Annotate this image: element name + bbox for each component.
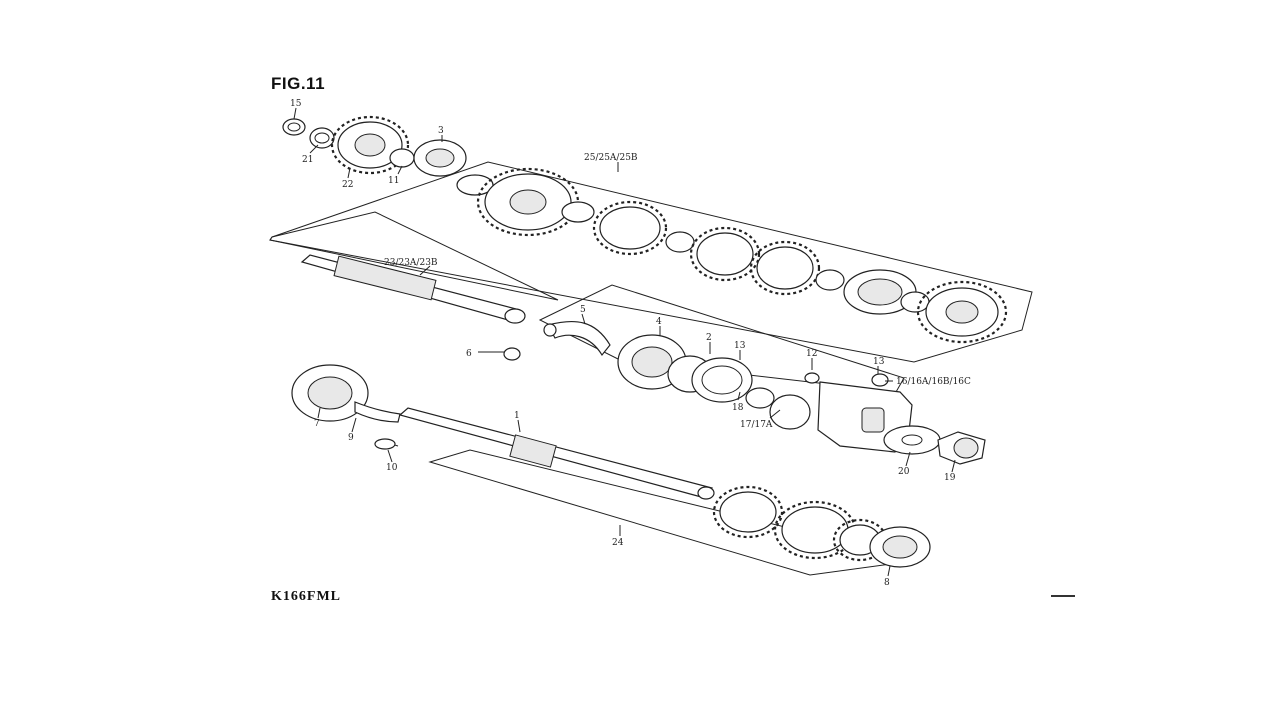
nut-19 — [937, 431, 986, 465]
corner-mark — [1051, 595, 1075, 597]
gear-cluster-24 — [712, 485, 888, 562]
callout-16: 16/16A/16B/16C — [896, 377, 971, 387]
leader-lines — [293, 107, 956, 577]
callout-21: 21 — [302, 155, 313, 165]
washer-20 — [883, 425, 941, 455]
bushing-11 — [389, 148, 415, 168]
callout-7: 7 — [314, 419, 320, 429]
callout-18: 18 — [732, 403, 744, 413]
callout-13-seal: 13 — [734, 341, 746, 351]
callout-2: 2 — [706, 333, 712, 343]
callout-10: 10 — [386, 463, 398, 473]
callout-22: 22 — [342, 180, 353, 190]
bearing-3 — [413, 139, 467, 177]
mainshaft-group-outline — [269, 211, 559, 301]
callout-24: 24 — [612, 538, 624, 548]
shift-group-outline — [538, 284, 905, 393]
collar-18 — [745, 387, 775, 409]
washer-21 — [309, 127, 335, 149]
bolt-13 — [871, 373, 889, 387]
figure-title: FIG.11 — [271, 74, 326, 93]
callout-1: 1 — [514, 411, 520, 421]
mainshaft-23 — [300, 254, 526, 324]
callout-9: 9 — [348, 433, 354, 443]
callout-20: 20 — [898, 467, 910, 477]
callout-8: 8 — [884, 578, 890, 588]
plate-17 — [769, 394, 811, 430]
callouts: 15 21 22 11 3 25/25A/25B 23/23A/23B 5 6 … — [290, 99, 971, 588]
shift-fork-5 — [543, 320, 611, 357]
bolt-12 — [804, 372, 820, 384]
callout-15: 15 — [290, 99, 302, 109]
countershaft-1 — [398, 407, 715, 500]
callout-17: 17/17A — [740, 420, 773, 430]
screw-10 — [374, 438, 399, 450]
circlip-15 — [282, 118, 306, 136]
bearing-7 — [291, 364, 369, 422]
gear-22 — [330, 115, 410, 175]
seal-13 — [691, 357, 753, 403]
callout-6: 6 — [466, 349, 472, 359]
countershaft-gear-train — [456, 167, 1008, 344]
pin-6 — [478, 347, 521, 361]
callout-12: 12 — [806, 349, 817, 359]
callout-4: 4 — [656, 317, 662, 327]
callout-5: 5 — [580, 305, 586, 315]
callout-3: 3 — [438, 126, 444, 136]
callout-25: 25/25A/25B — [584, 153, 638, 163]
retainer-9 — [354, 401, 401, 423]
callout-23: 23/23A/23B — [384, 258, 438, 268]
model-code: K166FML — [271, 589, 341, 604]
bearing-8 — [869, 526, 931, 568]
callout-19: 19 — [944, 473, 956, 483]
callout-13-bolt: 13 — [873, 357, 885, 367]
callout-11: 11 — [388, 176, 399, 186]
